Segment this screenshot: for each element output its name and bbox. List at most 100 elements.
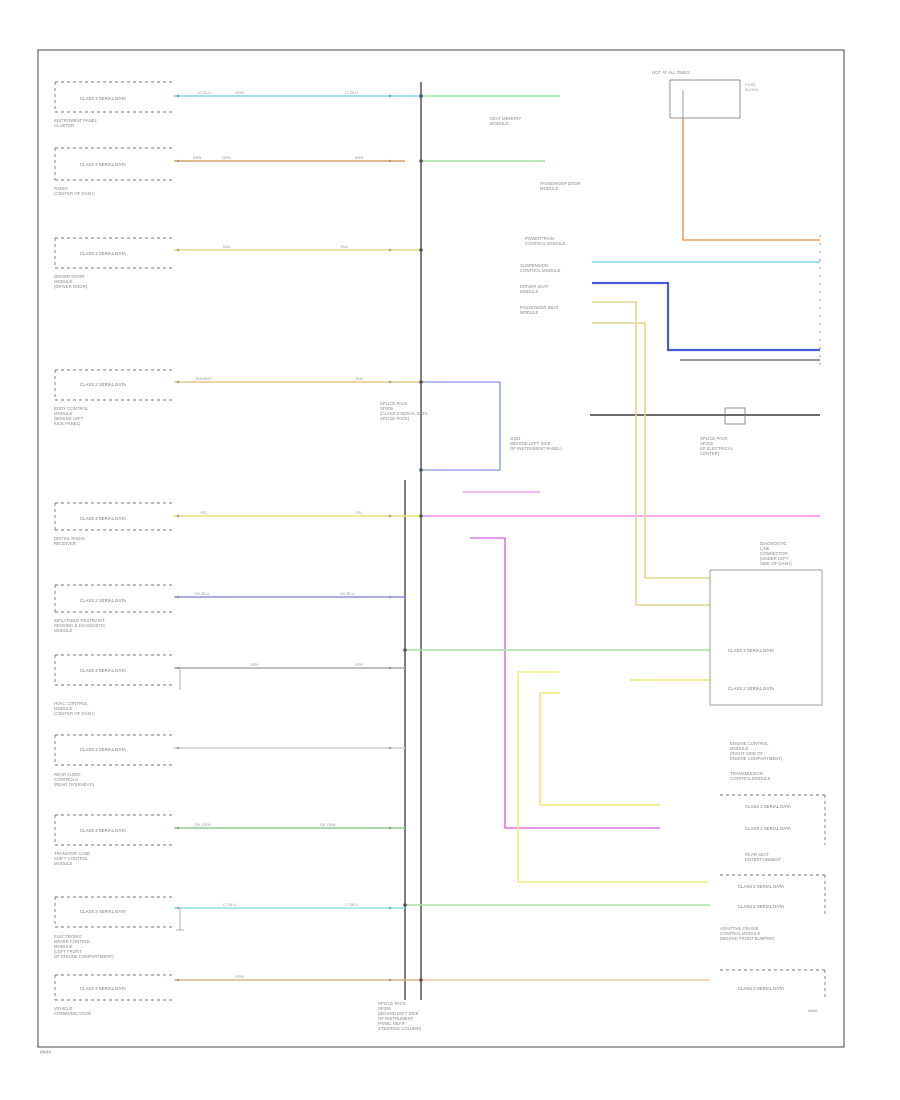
svg-text:CLASS 2 SERIAL DATA: CLASS 2 SERIAL DATA — [738, 884, 784, 889]
svg-text:CLASS 2 SERIAL DATA: CLASS 2 SERIAL DATA — [80, 382, 126, 387]
diagram-frame — [37, 49, 845, 1048]
wire-code: TAN/WHT — [195, 376, 213, 381]
wire-code: GRY — [355, 662, 364, 667]
svg-text:CLASS 2 SERIAL DATA: CLASS 2 SERIAL DATA — [80, 162, 126, 167]
left-wires — [174, 95, 421, 981]
wire-code: TAN — [355, 376, 363, 381]
module-box: CLASS 2 SERIAL DATA — [54, 237, 174, 269]
wire-tan-dlc — [592, 301, 710, 606]
module-box: CLASS 2 SERIAL DATA — [54, 584, 174, 613]
wire-yel-loop — [539, 692, 660, 806]
ground-symbols — [176, 668, 184, 931]
module-name: RADIO(CENTER OF DASH) — [54, 186, 95, 196]
wire-code: LT BLU — [345, 90, 358, 95]
wire-code: BRN — [193, 155, 202, 160]
wire-tan-wht-dlc — [592, 322, 710, 579]
wire-code: DK BLU — [195, 591, 210, 596]
svg-text:CLASS 2 SERIAL DATA: CLASS 2 SERIAL DATA — [728, 648, 774, 653]
module-box: CLASS 2 SERIAL DATA — [54, 734, 174, 766]
wire-code: TAN — [340, 244, 348, 249]
wire-code: LT BLU — [198, 90, 211, 95]
wire-code: LT BLU — [223, 902, 236, 907]
svg-text:CLASS 2 SERIAL DATA: CLASS 2 SERIAL DATA — [745, 826, 791, 831]
hot-at-all-times-label: HOT AT ALL TIMES — [652, 70, 690, 75]
wire-code: ORN — [222, 155, 231, 160]
svg-text:CLASS 2 SERIAL DATA: CLASS 2 SERIAL DATA — [80, 251, 126, 256]
left-modules: CLASS 2 SERIAL DATA CLASS 2 SERIAL DATA … — [54, 81, 174, 1001]
svg-text:CLASS 2 SERIAL DATA: CLASS 2 SERIAL DATA — [728, 686, 774, 691]
svg-text:CLASS 2 SERIAL DATA: CLASS 2 SERIAL DATA — [80, 828, 126, 833]
module-box: CLASS 2 SERIAL DATA — [54, 814, 174, 846]
wire-dk-blu-dlc — [592, 281, 820, 352]
wire-code: BRN — [355, 155, 364, 160]
upper-right-wires — [592, 118, 820, 606]
footer-label: #### — [40, 1050, 51, 1056]
module-box: CLASS 2 SERIAL DATA — [54, 502, 174, 531]
module-box: CLASS 2 SERIAL DATA — [54, 896, 174, 928]
module-box: CLASS 2 SERIAL DATA — [54, 81, 174, 113]
wire-code: TAN — [222, 244, 230, 249]
svg-text:CLASS 2 SERIAL DATA: CLASS 2 SERIAL DATA — [80, 598, 126, 603]
module-box: CLASS 2 SERIAL DATA — [54, 369, 174, 401]
wire-orn-hot — [682, 118, 820, 241]
wire-dk-blu-run — [421, 381, 501, 471]
wire-ppl-drop — [470, 537, 660, 829]
wire-code-labels: LT BLU ORN LT BLU BRN ORN BRN TAN TAN TA… — [193, 90, 364, 979]
wire-yel-drop — [517, 671, 708, 883]
wire-code: DK GRN — [320, 822, 336, 827]
wire-code: YEL — [200, 510, 208, 515]
wire-code: GRY — [250, 662, 259, 667]
wire-code: DK GRN — [195, 822, 211, 827]
page-ref: #### — [808, 1008, 818, 1013]
wire-code: ORN — [235, 974, 244, 979]
svg-text:CLASS 2 SERIAL DATA: CLASS 2 SERIAL DATA — [80, 96, 126, 101]
svg-text:CLASS 2 SERIAL DATA: CLASS 2 SERIAL DATA — [738, 986, 784, 991]
svg-text:CLASS 2 SERIAL DATA: CLASS 2 SERIAL DATA — [80, 668, 126, 673]
right-module-boxes: CLASS 2 SERIAL DATA CLASS 2 SERIAL DATA … — [720, 794, 826, 1000]
connector-markers — [176, 94, 392, 982]
splice-junctions — [403, 94, 423, 982]
svg-text:CLASS 2 SERIAL DATA: CLASS 2 SERIAL DATA — [80, 909, 126, 914]
module-box: CLASS 2 SERIAL DATA — [54, 147, 174, 181]
module-box: CLASS 2 SERIAL DATA — [54, 654, 174, 686]
svg-text:CLASS 2 SERIAL DATA: CLASS 2 SERIAL DATA — [80, 986, 126, 991]
svg-text:CLASS 2 SERIAL DATA: CLASS 2 SERIAL DATA — [80, 747, 126, 752]
wire-code: YEL — [355, 510, 363, 515]
svg-text:CLASS 2 SERIAL DATA: CLASS 2 SERIAL DATA — [738, 904, 784, 909]
wire-code: LT BLU — [345, 902, 358, 907]
module-box: CLASS 2 SERIAL DATA — [54, 974, 174, 1001]
svg-text:CLASS 2 SERIAL DATA: CLASS 2 SERIAL DATA — [80, 516, 126, 521]
